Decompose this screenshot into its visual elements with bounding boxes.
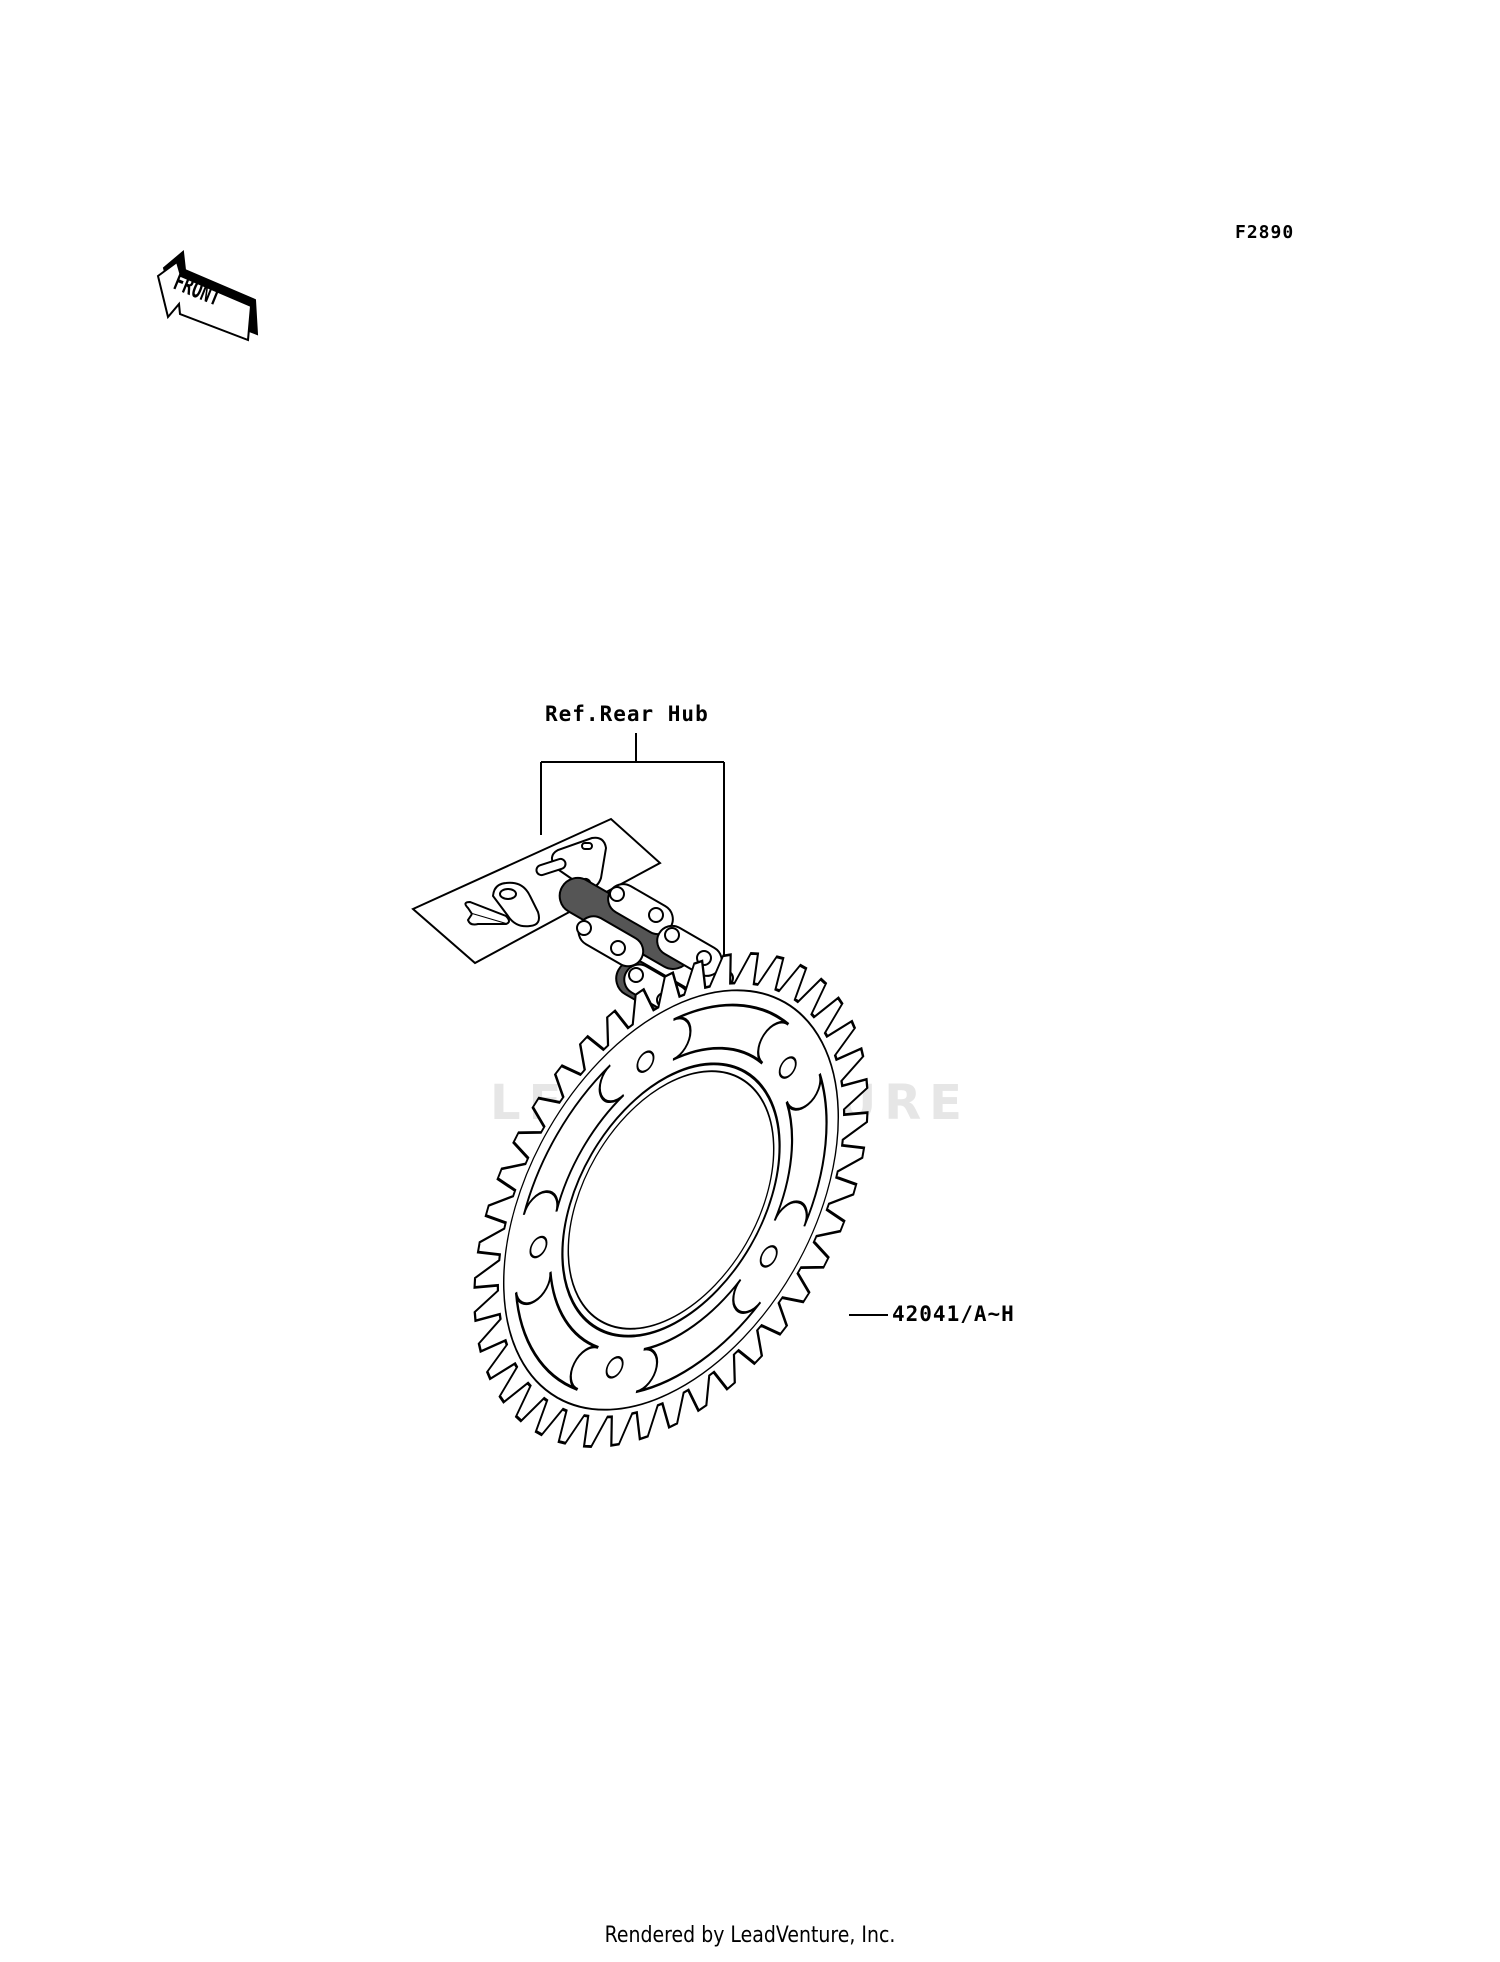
sprocket-slot bbox=[773, 1072, 828, 1227]
ref-rear-hub-label: Ref.Rear Hub bbox=[545, 702, 709, 726]
footer-credit: Rendered by LeadVenture, Inc. bbox=[604, 1923, 896, 1948]
sprocket-bolt-hole bbox=[605, 1356, 624, 1379]
sprocket-slot bbox=[514, 1271, 599, 1391]
side-plate bbox=[491, 881, 540, 928]
sprocket-bolt-hole bbox=[759, 1245, 778, 1268]
sprocket-slot bbox=[522, 1064, 625, 1215]
sprocket-bolt-hole bbox=[778, 1056, 797, 1079]
sprocket-slot bbox=[635, 1278, 762, 1394]
part-number-label[interactable]: 42041/A~H bbox=[892, 1302, 1015, 1326]
sprocket-slot bbox=[672, 1003, 790, 1065]
figure-id: F2890 bbox=[1235, 222, 1295, 243]
sprocket-bolt-hole bbox=[529, 1235, 548, 1259]
front-arrow-icon: FRONT bbox=[156, 250, 259, 342]
spring-clip bbox=[464, 900, 510, 926]
sprocket-bolt-hole bbox=[636, 1050, 655, 1073]
rear-sprocket bbox=[473, 952, 888, 1448]
